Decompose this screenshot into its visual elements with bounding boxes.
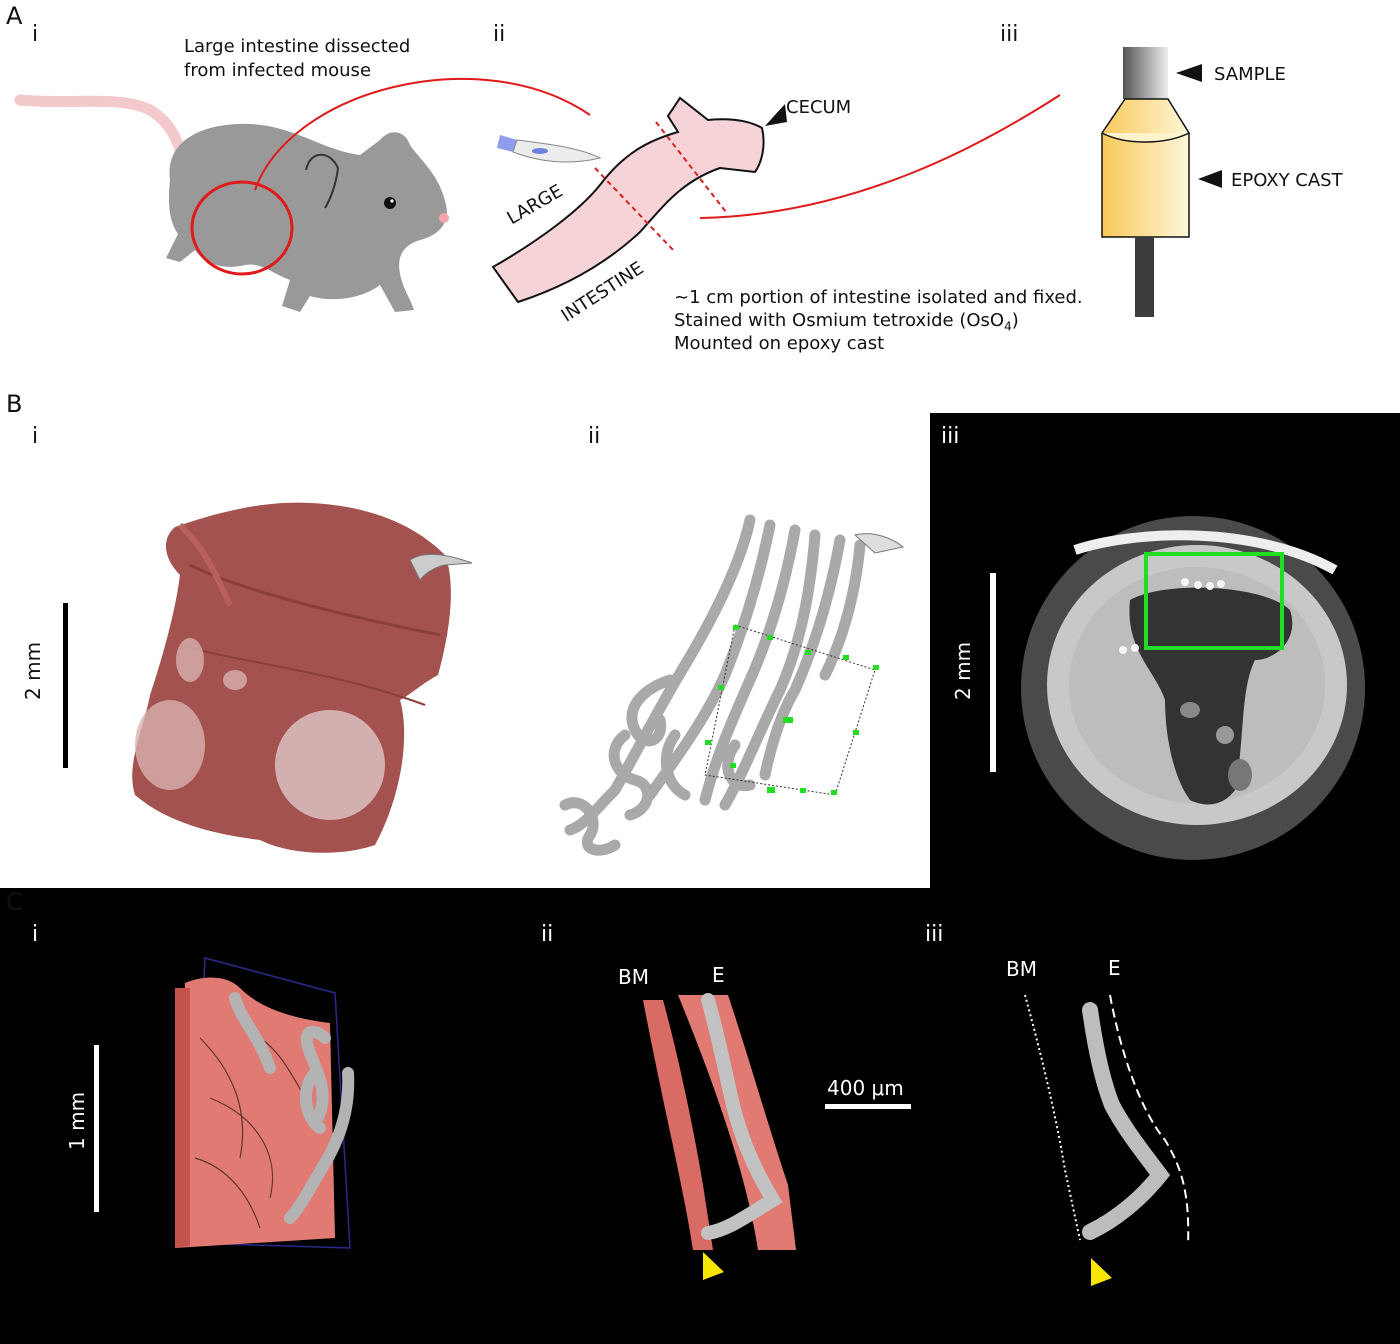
mouse-illustration [14, 77, 1061, 312]
yellow-arrowhead-icon-c-iii [1091, 1258, 1112, 1286]
dissect-caption-line1: Large intestine dissected [184, 36, 411, 57]
cecum-arrowhead-icon [765, 104, 787, 126]
panel-b-ii-label: ii [588, 424, 601, 449]
scale-label-c-i: 1 mm [65, 1091, 89, 1150]
scalpel-icon [497, 135, 602, 163]
sample-holder-icon [1101, 47, 1190, 317]
panel-b-iii-label: iii [941, 424, 960, 449]
e-label-c-ii: E [712, 963, 725, 987]
protocol-line2: Stained with Osmium tetroxide (OsO4) [674, 310, 1019, 334]
scale-bar-c-i [94, 1045, 99, 1212]
intestine-illustration [491, 96, 765, 304]
epoxy-arrowhead-icon [1198, 170, 1222, 188]
cecum-label: CECUM [786, 97, 852, 118]
panel-c-iii-label: iii [925, 922, 944, 947]
panel-a-iii-label: iii [1000, 22, 1019, 47]
epoxy-cast-label: EPOXY CAST [1231, 170, 1343, 191]
panel-c-ii-label: ii [541, 922, 554, 947]
panel-c-i-label: i [32, 922, 39, 947]
protocol-line1: ~1 cm portion of intestine isolated and … [674, 287, 1083, 308]
roi-3d-render [175, 957, 355, 1249]
panel-b-i-label: i [32, 424, 39, 449]
dissect-caption-line2: from infected mouse [184, 60, 372, 81]
scale-label-c-ii: 400 μm [827, 1076, 904, 1100]
scale-label-b-i: 2 mm [21, 641, 45, 700]
panel-c-letter: C [6, 888, 23, 916]
e-label-c-iii: E [1108, 956, 1121, 980]
ct-slice-image [1021, 516, 1365, 860]
bm-label-c-iii: BM [1006, 957, 1037, 981]
sample-label: SAMPLE [1214, 64, 1286, 85]
scale-bar-c-ii [825, 1104, 911, 1109]
roi-green-box [1144, 552, 1284, 650]
tissue-3d-render [132, 502, 473, 853]
protocol-line3: Mounted on epoxy cast [674, 333, 885, 354]
sample-arrowhead-icon [1176, 64, 1202, 82]
worms-3d-render [559, 514, 905, 856]
yellow-arrowhead-icon [703, 1252, 724, 1280]
scale-label-b-iii: 2 mm [951, 641, 975, 700]
panel-b-letter: B [6, 390, 23, 418]
panel-a-letter: A [6, 2, 23, 30]
scale-bar-b-i [63, 603, 68, 768]
panel-a-ii-label: ii [493, 22, 506, 47]
scale-bar-b-iii [990, 573, 996, 772]
bm-label-c-ii: BM [618, 965, 649, 989]
tissue-section-render [643, 993, 796, 1250]
worm-isolated-render [1024, 994, 1190, 1246]
panel-a-i-label: i [32, 22, 39, 47]
